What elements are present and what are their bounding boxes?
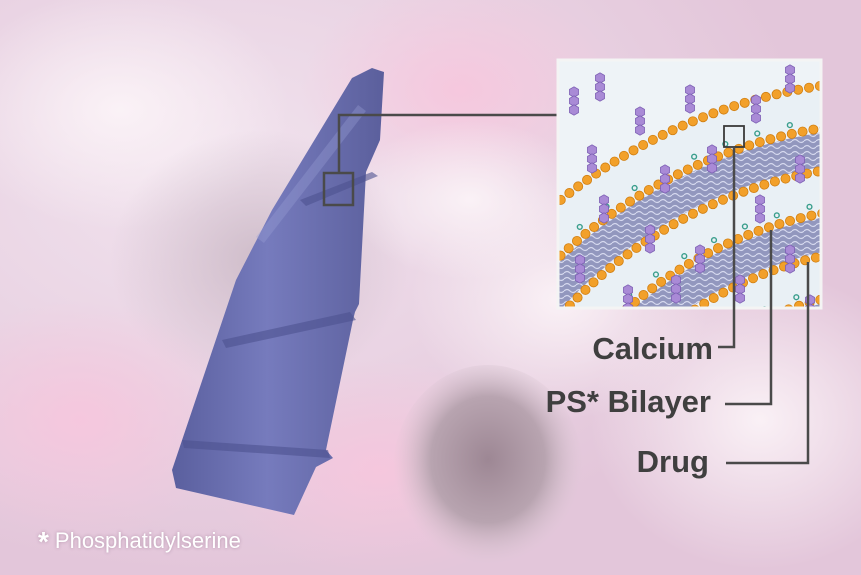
footnote: *Phosphatidylserine (38, 526, 241, 558)
drug-label: Drug (637, 446, 709, 477)
calcium-label: Calcium (592, 333, 713, 364)
footnote-asterisk: * (38, 526, 49, 557)
ps-bilayer-label: PS* Bilayer (546, 386, 711, 417)
footnote-text: Phosphatidylserine (55, 528, 241, 553)
